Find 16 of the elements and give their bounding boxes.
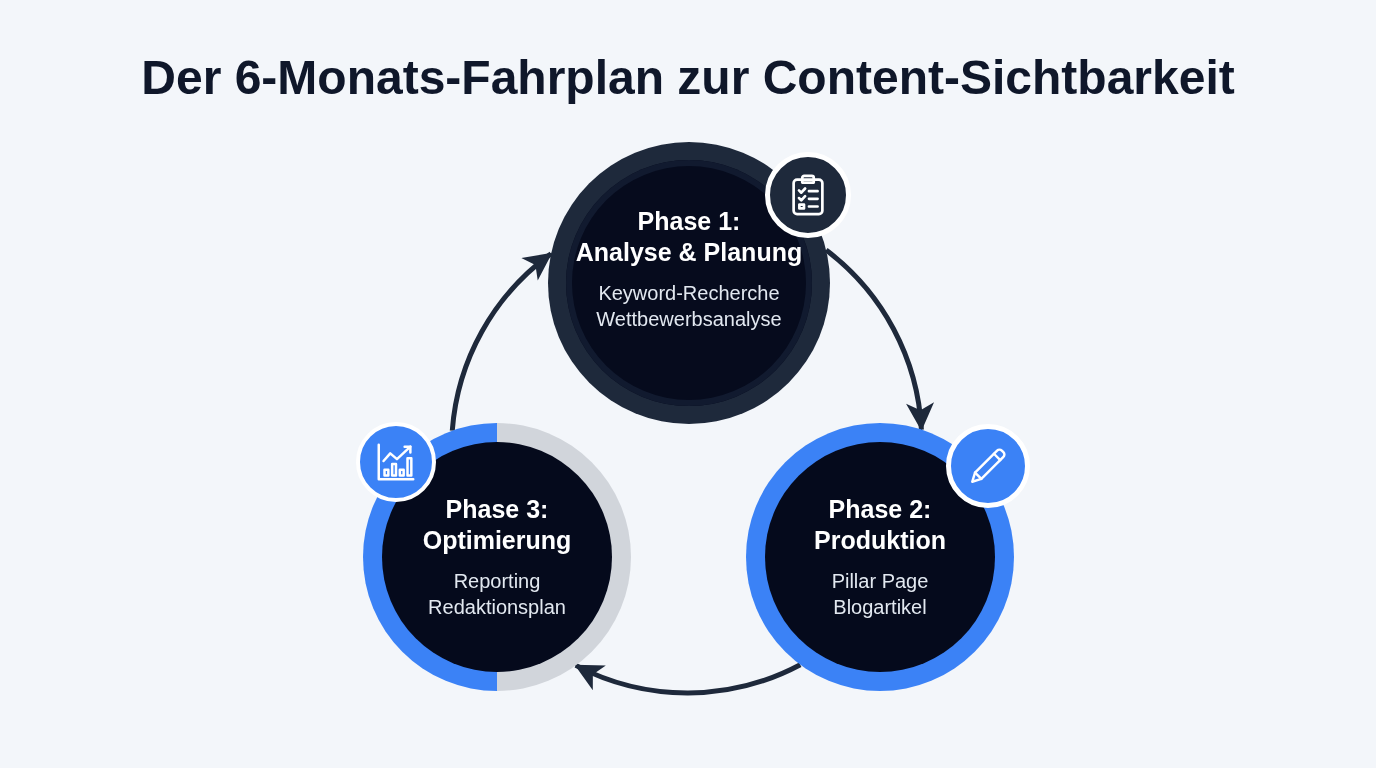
task-item: Pillar Page <box>831 569 929 594</box>
phase-number: Phase 1: <box>637 206 741 237</box>
task-item: Reporting <box>453 569 541 594</box>
task-item: Redaktionsplan <box>428 595 566 620</box>
phase-title: Optimierung <box>422 525 572 556</box>
task-item: Wettbewerbsanalyse <box>596 307 782 332</box>
arrow <box>574 662 802 696</box>
phase-title: Produktion <box>814 525 946 556</box>
title: Der 6-Monats-Fahrplan zur Content-Sichtbarkeit <box>141 50 1235 106</box>
phase-title: Analyse & Planung <box>575 237 803 268</box>
phase-number: Phase 2: <box>828 494 932 525</box>
task-item: Keyword-Recherche <box>598 281 780 306</box>
task-item: Blogartikel <box>833 595 927 620</box>
arrow <box>824 248 933 431</box>
phase-number: Phase 3: <box>445 494 549 525</box>
arrow <box>449 251 553 432</box>
